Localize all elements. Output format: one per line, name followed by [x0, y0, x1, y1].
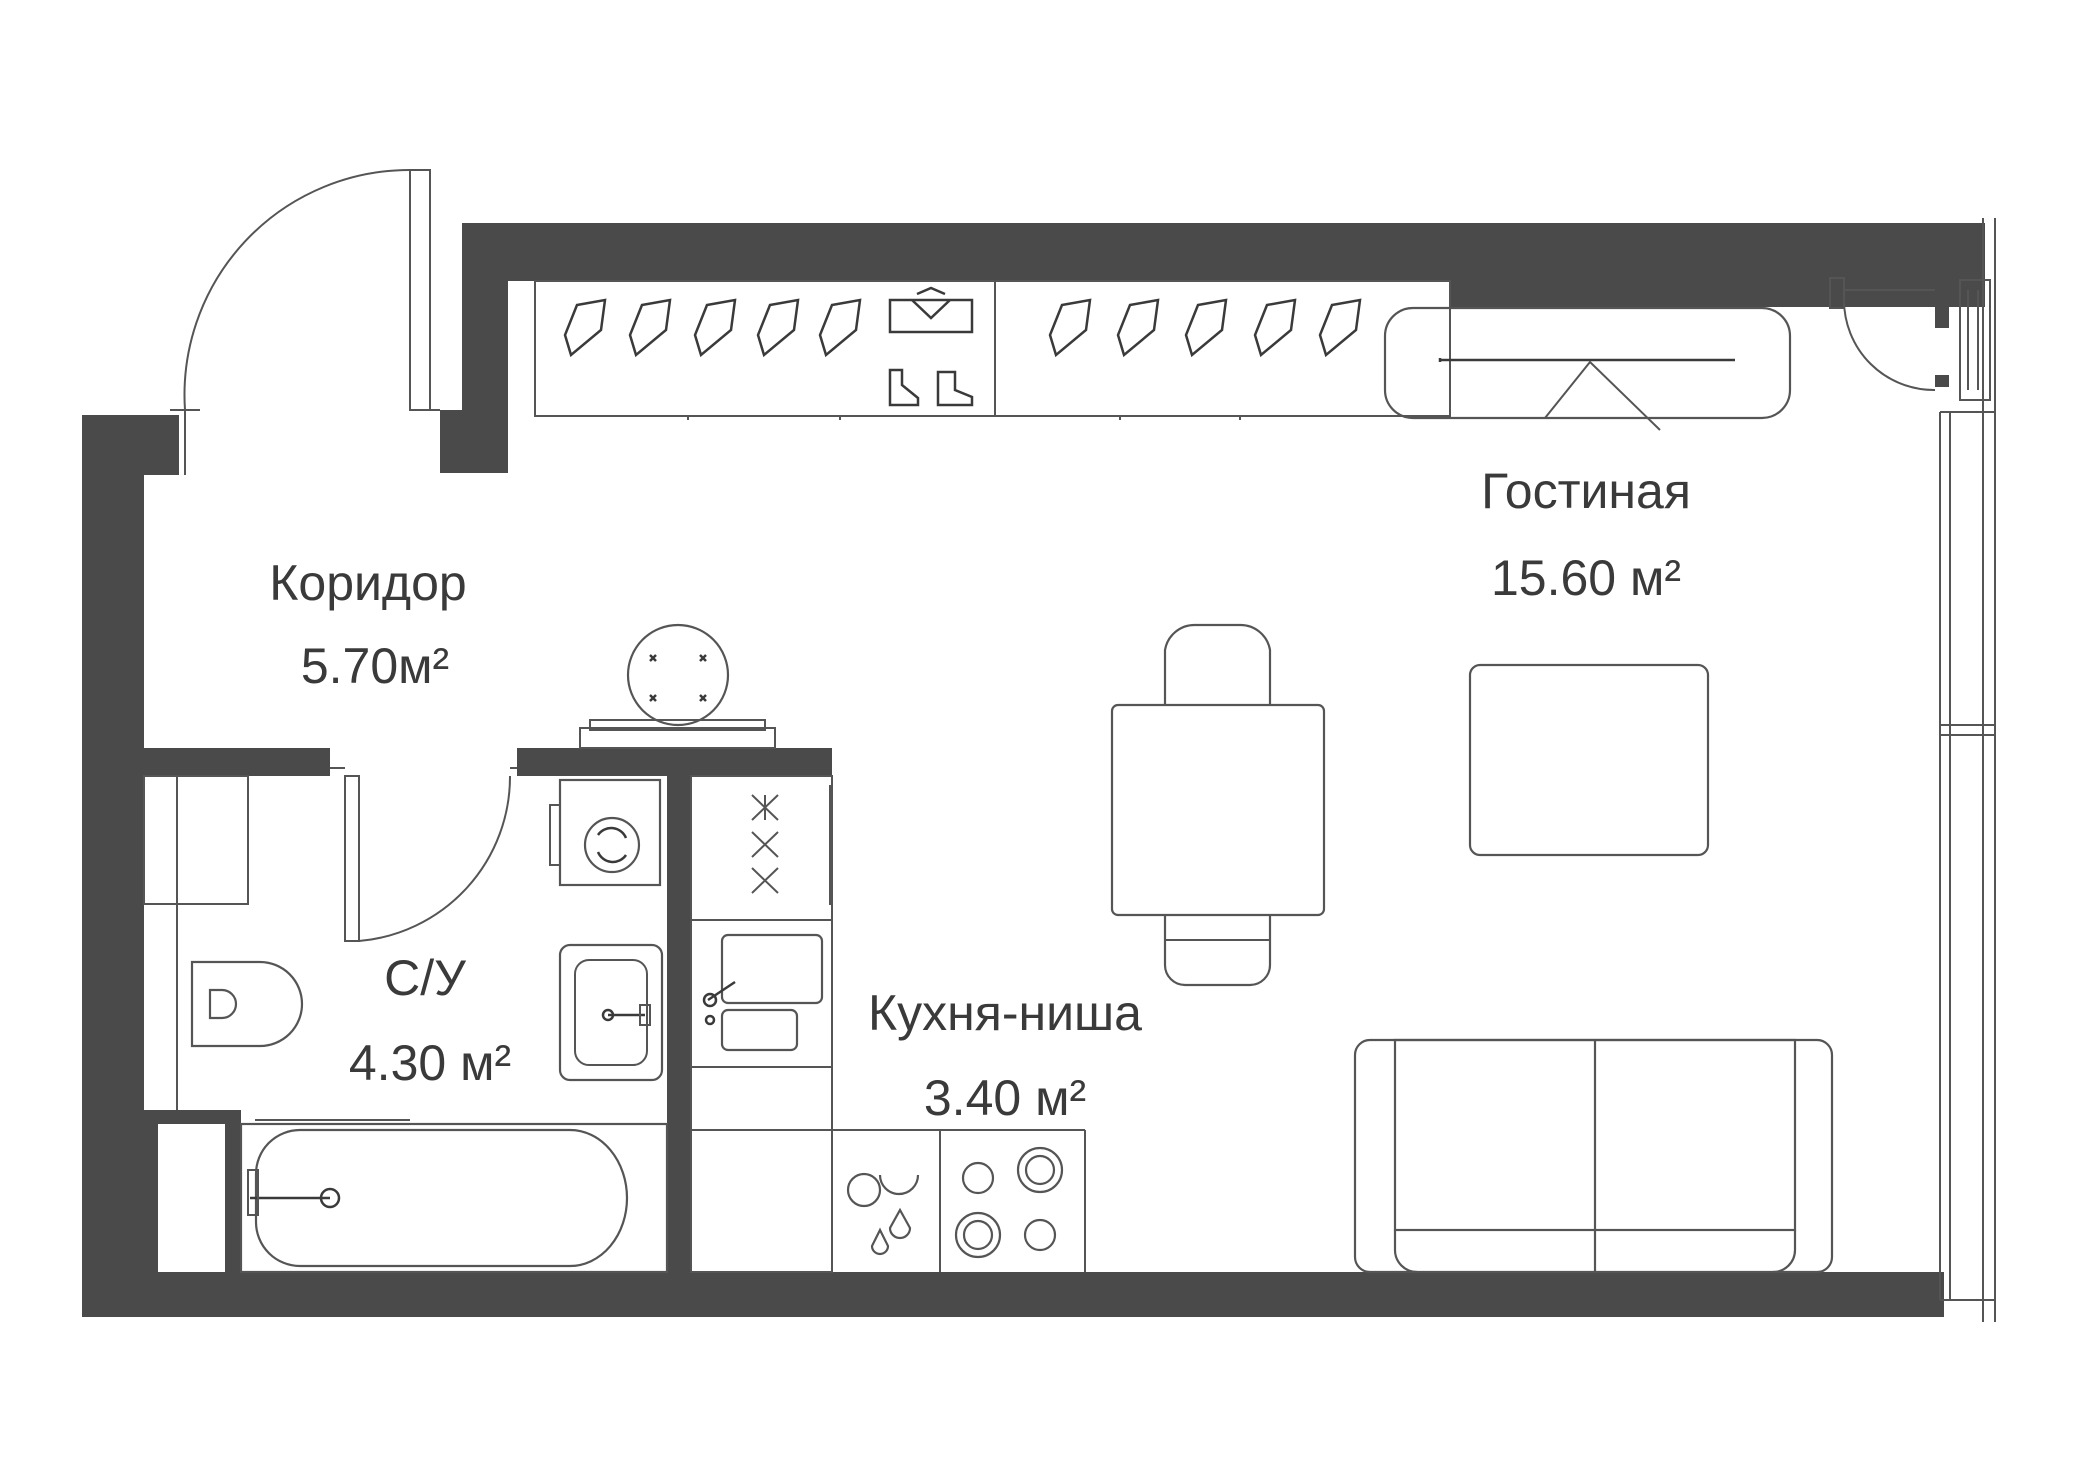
- hanger-icon: [1116, 298, 1160, 358]
- washing-machine: [549, 778, 662, 887]
- corridor-name: Коридор: [269, 555, 466, 611]
- dining-table: [1110, 623, 1326, 987]
- living-room-name: Гостиная: [1481, 463, 1691, 519]
- hanger-icon: [1184, 298, 1228, 358]
- hanger-icon: [1318, 298, 1362, 358]
- walls: [82, 223, 1985, 1317]
- bathtub: [239, 1119, 669, 1274]
- shirt-icon: [888, 286, 974, 334]
- stove: [954, 1146, 1064, 1259]
- sofa: [1353, 1038, 1834, 1274]
- tv-cabinet: [1383, 306, 1792, 431]
- hanger-icon: [628, 298, 672, 358]
- bathroom-cabinet: [143, 775, 249, 1110]
- kitchen-sink: [702, 933, 824, 1052]
- balcony-door: [1829, 277, 1936, 392]
- hanger-icon: [1048, 298, 1092, 358]
- kitchen-name: Кухня-ниша: [868, 985, 1142, 1041]
- hanger-icon: [563, 298, 607, 358]
- shoes-icon: [888, 368, 974, 407]
- hanger-icon: [1253, 298, 1297, 358]
- dishwasher: [846, 1172, 920, 1256]
- corridor-area: 5.70м²: [301, 638, 449, 694]
- kitchen-counter: [690, 775, 1086, 1273]
- wardrobe: [534, 280, 1451, 420]
- windows: [1939, 218, 1996, 1322]
- round-table: [579, 623, 776, 749]
- hanger-icon: [756, 298, 800, 358]
- bathroom-area: 4.30 м²: [349, 1035, 511, 1091]
- coffee-table: [1468, 663, 1710, 857]
- living-room-area: 15.60 м²: [1491, 550, 1681, 606]
- toilet: [190, 960, 304, 1048]
- hanger-icon: [693, 298, 737, 358]
- hanger-icon: [818, 298, 862, 358]
- hangers: [563, 298, 1362, 358]
- bathroom-name: С/У: [384, 950, 466, 1006]
- upper-cabinet-marks: [751, 794, 779, 894]
- bathroom-door: [330, 767, 517, 942]
- entrance-door: [170, 168, 440, 475]
- kitchen-area: 3.40 м²: [924, 1070, 1086, 1126]
- washbasin: [558, 943, 664, 1082]
